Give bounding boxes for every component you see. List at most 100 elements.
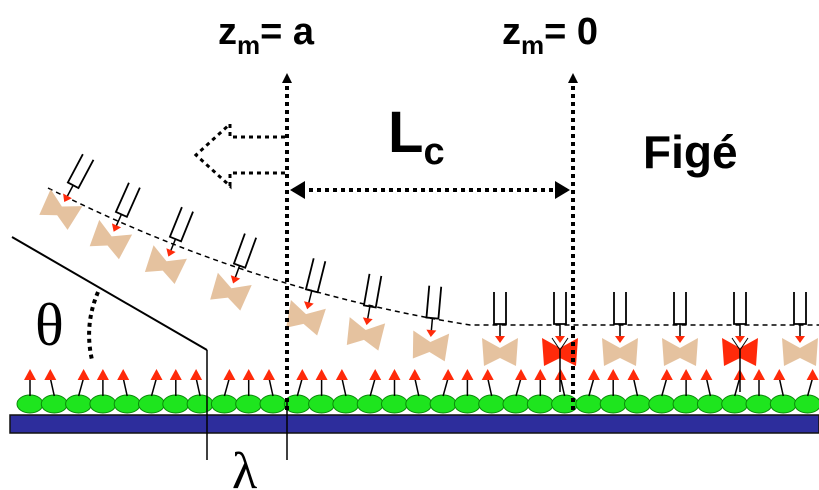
receptor <box>405 394 433 414</box>
substrate-bar <box>9 414 819 434</box>
receptor-layer <box>16 369 819 414</box>
ligand-stem <box>195 377 201 397</box>
ligand-arrow <box>806 369 819 380</box>
ligand-arrow <box>77 369 90 380</box>
ligand-stem <box>661 377 668 397</box>
ligand-arrow <box>753 369 765 380</box>
ligand-stem <box>223 377 231 397</box>
ligand-arrow <box>242 369 255 380</box>
ligand-stem <box>778 377 785 397</box>
ligand-arrow <box>190 369 203 380</box>
receptor <box>283 394 311 414</box>
motor-inactive <box>412 285 450 362</box>
ligand-arrow <box>481 369 494 380</box>
receptor <box>162 394 190 414</box>
ligand-arrow <box>388 369 401 380</box>
receptor <box>89 394 117 414</box>
motor-inactive <box>662 292 698 366</box>
ligand-arrow <box>442 369 455 380</box>
ligand-arrow <box>96 369 109 380</box>
receptor <box>453 394 481 414</box>
motion-hollow-arrow <box>193 120 285 190</box>
receptor <box>672 394 700 414</box>
ligand-arrow <box>296 369 309 380</box>
ligand-arrow <box>680 369 693 380</box>
receptor <box>478 394 506 414</box>
ligand-stem <box>442 377 449 397</box>
filament-dashed-outline <box>47 187 819 326</box>
ligand-stem <box>414 377 420 397</box>
motor-inactive <box>782 292 818 366</box>
ligand-arrow <box>660 369 673 380</box>
motor-inactive <box>286 258 327 336</box>
lc-arrow-right-head <box>555 181 570 199</box>
receptor <box>696 394 724 414</box>
ligand-stem <box>150 377 158 397</box>
ligand-stem <box>268 377 274 397</box>
ligand-stem <box>806 377 814 397</box>
motor-inactive <box>39 153 95 230</box>
ligand-arrow <box>335 369 348 380</box>
receptor <box>186 394 214 414</box>
ligand-stem <box>77 377 85 397</box>
ligand-arrow <box>773 369 786 380</box>
fige-label: Figé <box>643 126 738 178</box>
receptor <box>308 394 336 414</box>
ligand-arrow <box>700 369 713 380</box>
receptor <box>138 394 165 414</box>
ligand-arrow <box>169 369 182 380</box>
receptor <box>332 394 360 414</box>
receptor <box>113 394 141 414</box>
receptor <box>40 394 68 414</box>
motor-inactive <box>89 182 141 260</box>
ligand-arrow <box>607 369 620 380</box>
ligand-stem <box>486 377 493 397</box>
receptor <box>381 394 408 414</box>
ligand-arrow <box>24 369 36 380</box>
theta-symbol: θ <box>35 292 64 358</box>
receptor <box>65 394 93 414</box>
ligand-arrow <box>627 369 640 380</box>
receptor <box>502 394 530 414</box>
lc-arrow-left-head <box>290 181 305 199</box>
ligand-stem <box>559 377 566 397</box>
ligand-arrow <box>587 369 600 380</box>
ligand-stem <box>588 377 595 397</box>
receptor <box>721 394 749 414</box>
ligand-arrow <box>461 369 474 380</box>
theta-arc <box>87 291 100 361</box>
zm-0-label: zm= 0 <box>502 11 598 60</box>
ligand-arrow <box>117 369 130 380</box>
motor-inactive <box>482 292 518 366</box>
ligand-stem <box>369 377 376 397</box>
receptor <box>794 394 819 414</box>
ligand-stem <box>49 377 56 397</box>
receptor <box>648 394 676 414</box>
ligand-stem <box>341 377 347 397</box>
ligand-stem <box>515 377 522 397</box>
ligand-stem <box>705 377 712 397</box>
receptor <box>575 394 603 414</box>
receptor <box>769 394 797 414</box>
ligand-stem <box>733 377 741 397</box>
motor-inactive <box>346 273 386 351</box>
motor-inactive <box>602 292 638 366</box>
receptor <box>210 394 238 414</box>
ligand-arrow <box>223 369 236 380</box>
peeled-surface-line <box>11 236 208 351</box>
receptor <box>599 394 627 414</box>
ligand-stem <box>632 377 639 397</box>
motor-layer <box>39 153 818 392</box>
receptor <box>235 394 263 414</box>
ligand-arrow <box>534 369 547 380</box>
receptor <box>259 394 287 414</box>
ligand-arrow <box>369 369 382 380</box>
ligand-arrow <box>44 369 57 380</box>
ligand-arrow <box>263 369 275 380</box>
ligand-arrow <box>408 369 421 380</box>
lc-label: Lc <box>388 100 445 173</box>
ligand-arrow <box>515 369 527 380</box>
ligand-stem <box>122 377 128 397</box>
motor-inactive <box>210 233 258 311</box>
receptor <box>16 394 44 414</box>
